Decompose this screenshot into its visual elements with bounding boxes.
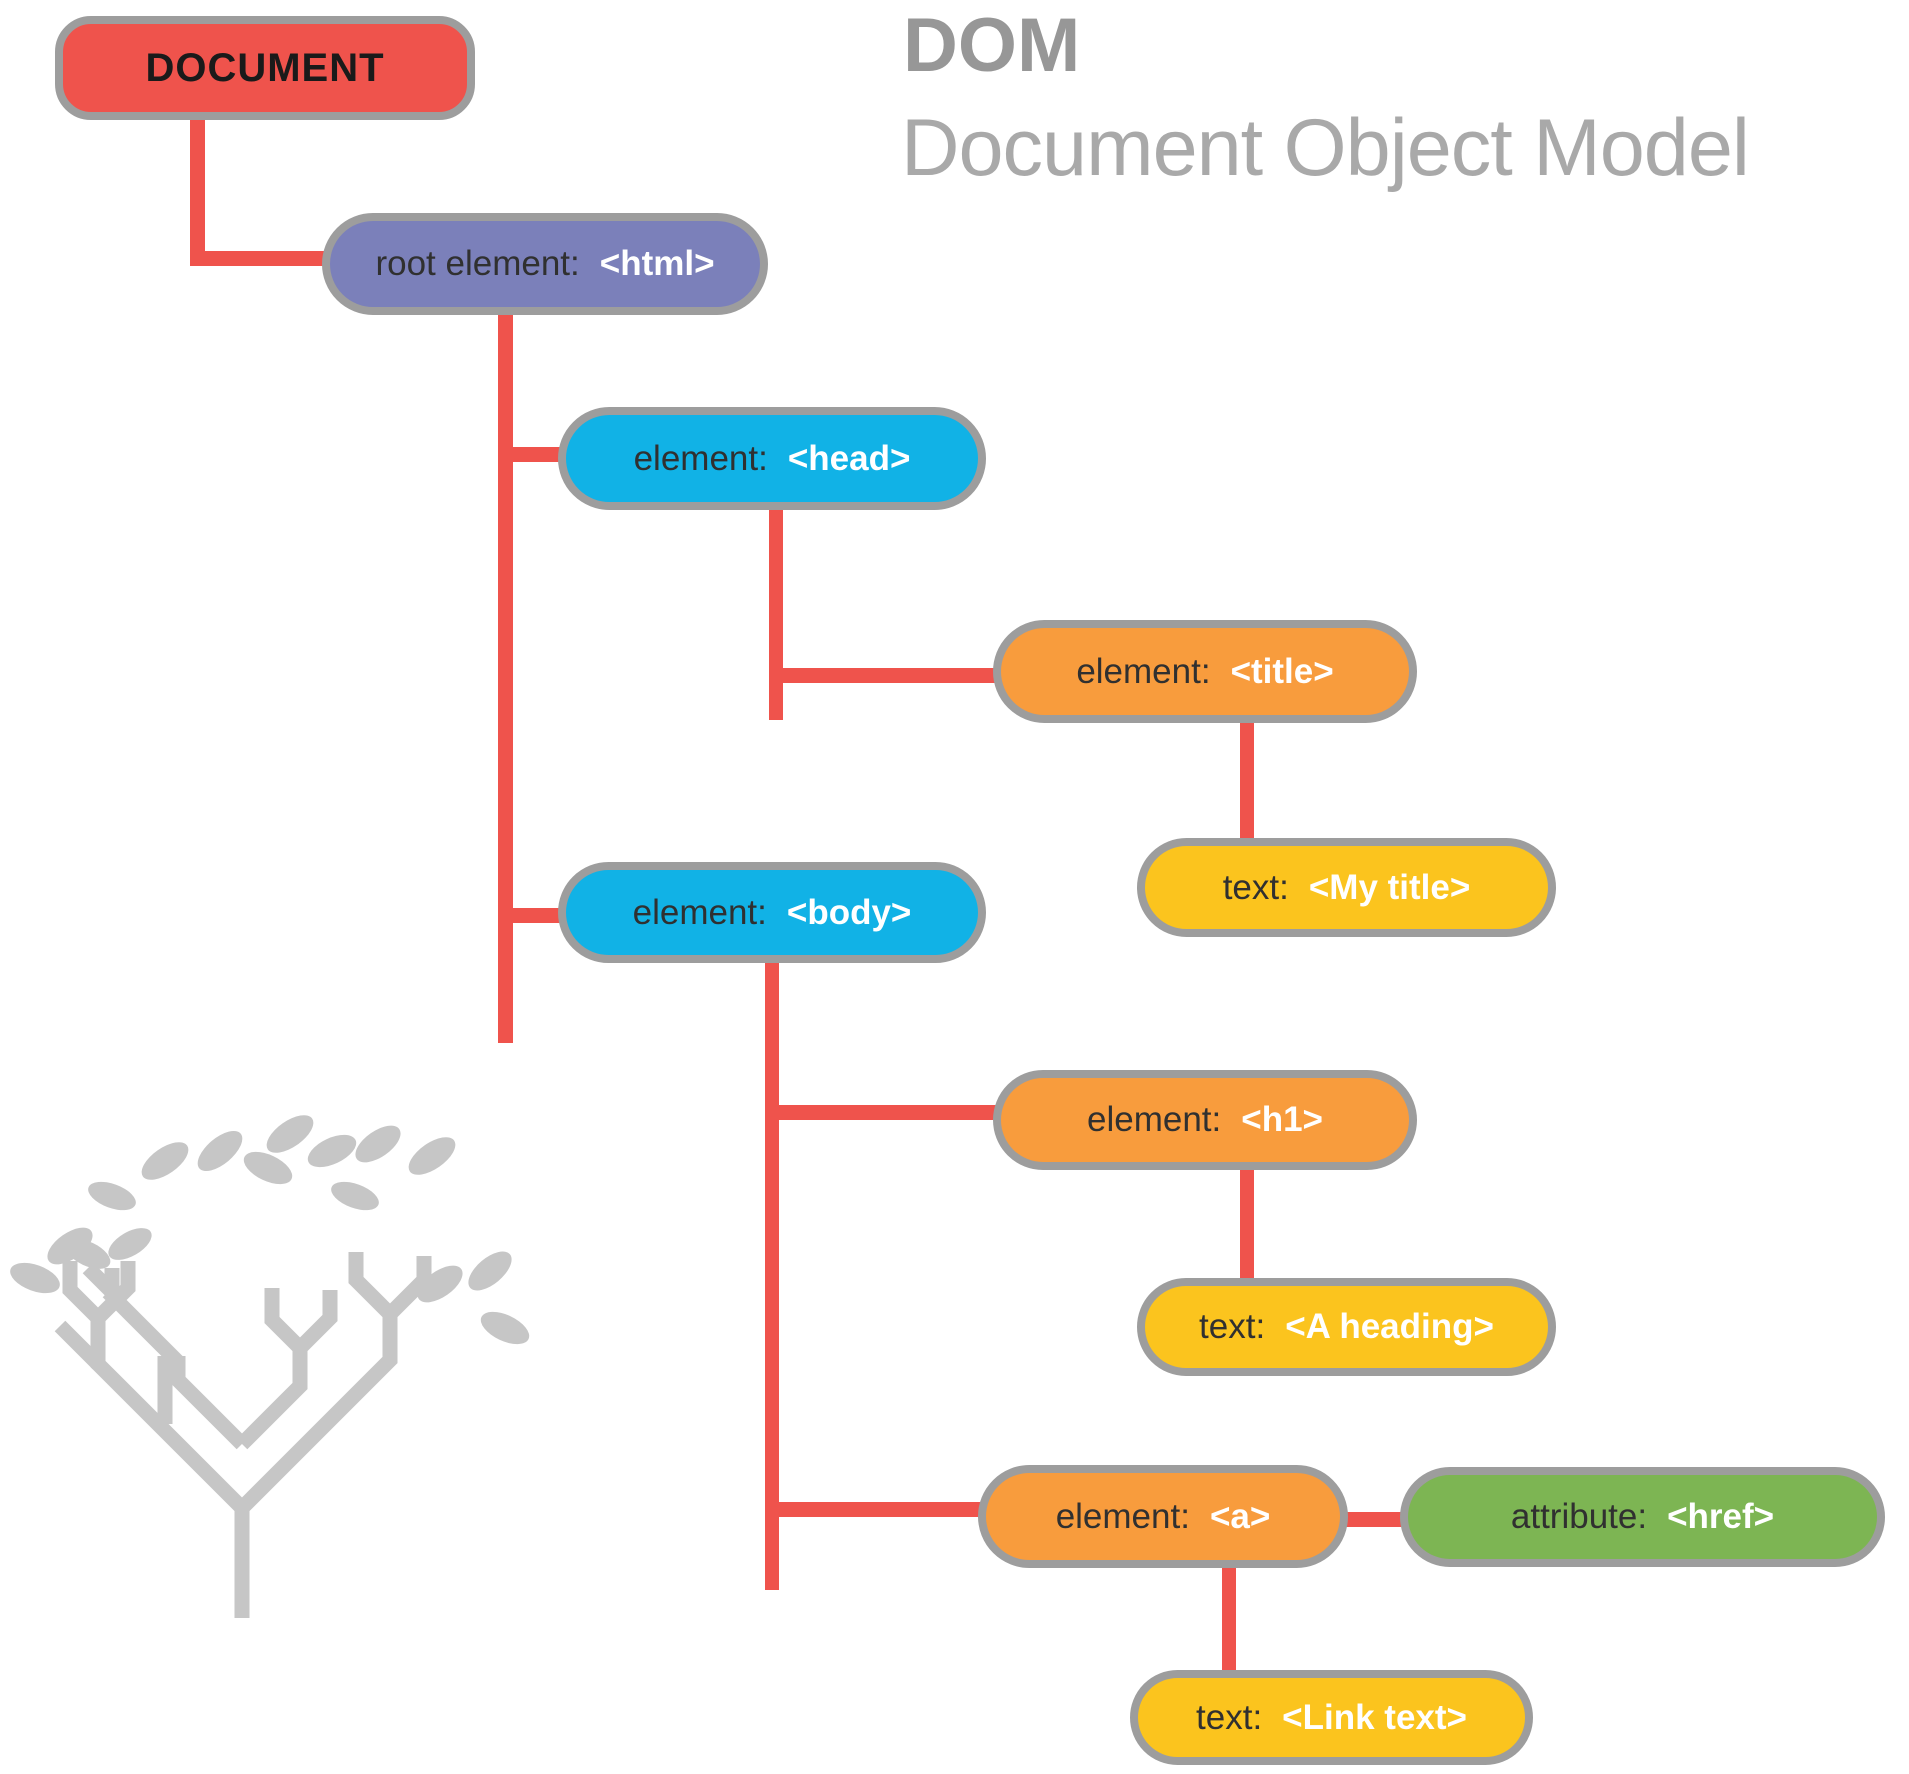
connector-html-head-horizontal bbox=[498, 447, 568, 462]
node-document-label: DOCUMENT bbox=[145, 45, 385, 90]
node-href-tag: <href> bbox=[1667, 1497, 1775, 1536]
node-document: DOCUMENT bbox=[55, 16, 475, 120]
node-mytitle-label: text: bbox=[1222, 867, 1289, 907]
connector-h1-aheading-vertical bbox=[1240, 1168, 1254, 1282]
connector-html-body-horizontal bbox=[498, 908, 568, 923]
node-aheading-tag: <A heading> bbox=[1285, 1307, 1494, 1346]
node-html-tag: <html> bbox=[599, 244, 715, 283]
tree-illustration-icon bbox=[10, 1115, 530, 1618]
node-body-label: element: bbox=[632, 892, 767, 932]
node-linktext-label: text: bbox=[1196, 1697, 1263, 1737]
page-subtitle: Document Object Model bbox=[901, 103, 1750, 193]
connector-body-below-vertical bbox=[765, 960, 779, 1590]
connector-body-a-horizontal bbox=[765, 1502, 987, 1517]
node-head-tag: <head> bbox=[787, 438, 911, 478]
connector-a-href-horizontal bbox=[1344, 1512, 1408, 1527]
connector-head-title-horizontal bbox=[769, 668, 1001, 683]
page-title: DOM bbox=[903, 3, 1081, 88]
node-text-link-text: text: <Link text> bbox=[1130, 1670, 1533, 1765]
node-body-tag: <body> bbox=[786, 892, 912, 932]
node-element-a: element: <a> bbox=[978, 1465, 1348, 1568]
node-title-tag: <title> bbox=[1230, 651, 1334, 691]
connector-title-mytitle-vertical bbox=[1240, 720, 1254, 842]
node-head-label: element: bbox=[633, 438, 768, 478]
connector-document-html-horizontal bbox=[190, 251, 330, 266]
node-text-my-title: text: <My title> bbox=[1137, 838, 1556, 937]
node-title-label: element: bbox=[1076, 651, 1211, 691]
node-element-title: element: <title> bbox=[993, 620, 1417, 723]
node-root-element-html: root element: <html> bbox=[322, 213, 768, 315]
node-element-head: element: <head> bbox=[558, 407, 986, 510]
tree-leaves bbox=[10, 1115, 530, 1345]
connector-document-html-vertical bbox=[190, 118, 205, 266]
node-text-a-heading: text: <A heading> bbox=[1137, 1278, 1556, 1376]
node-element-body: element: <body> bbox=[558, 862, 986, 963]
node-a-label: element: bbox=[1055, 1496, 1190, 1536]
node-element-h1: element: <h1> bbox=[993, 1070, 1417, 1170]
node-html-label: root element: bbox=[375, 244, 580, 283]
node-attribute-href: attribute: <href> bbox=[1400, 1467, 1885, 1567]
node-mytitle-tag: <My title> bbox=[1308, 867, 1471, 907]
node-aheading-label: text: bbox=[1199, 1307, 1266, 1346]
node-h1-label: element: bbox=[1087, 1100, 1222, 1139]
connector-head-below-vertical bbox=[769, 508, 783, 720]
node-a-tag: <a> bbox=[1209, 1496, 1271, 1536]
connector-html-main-vertical bbox=[498, 313, 513, 1043]
node-href-label: attribute: bbox=[1510, 1497, 1648, 1536]
connector-a-linktext-vertical bbox=[1222, 1566, 1236, 1674]
node-h1-tag: <h1> bbox=[1241, 1100, 1323, 1139]
connector-body-h1-horizontal bbox=[765, 1105, 1001, 1120]
node-linktext-tag: <Link text> bbox=[1282, 1697, 1467, 1737]
